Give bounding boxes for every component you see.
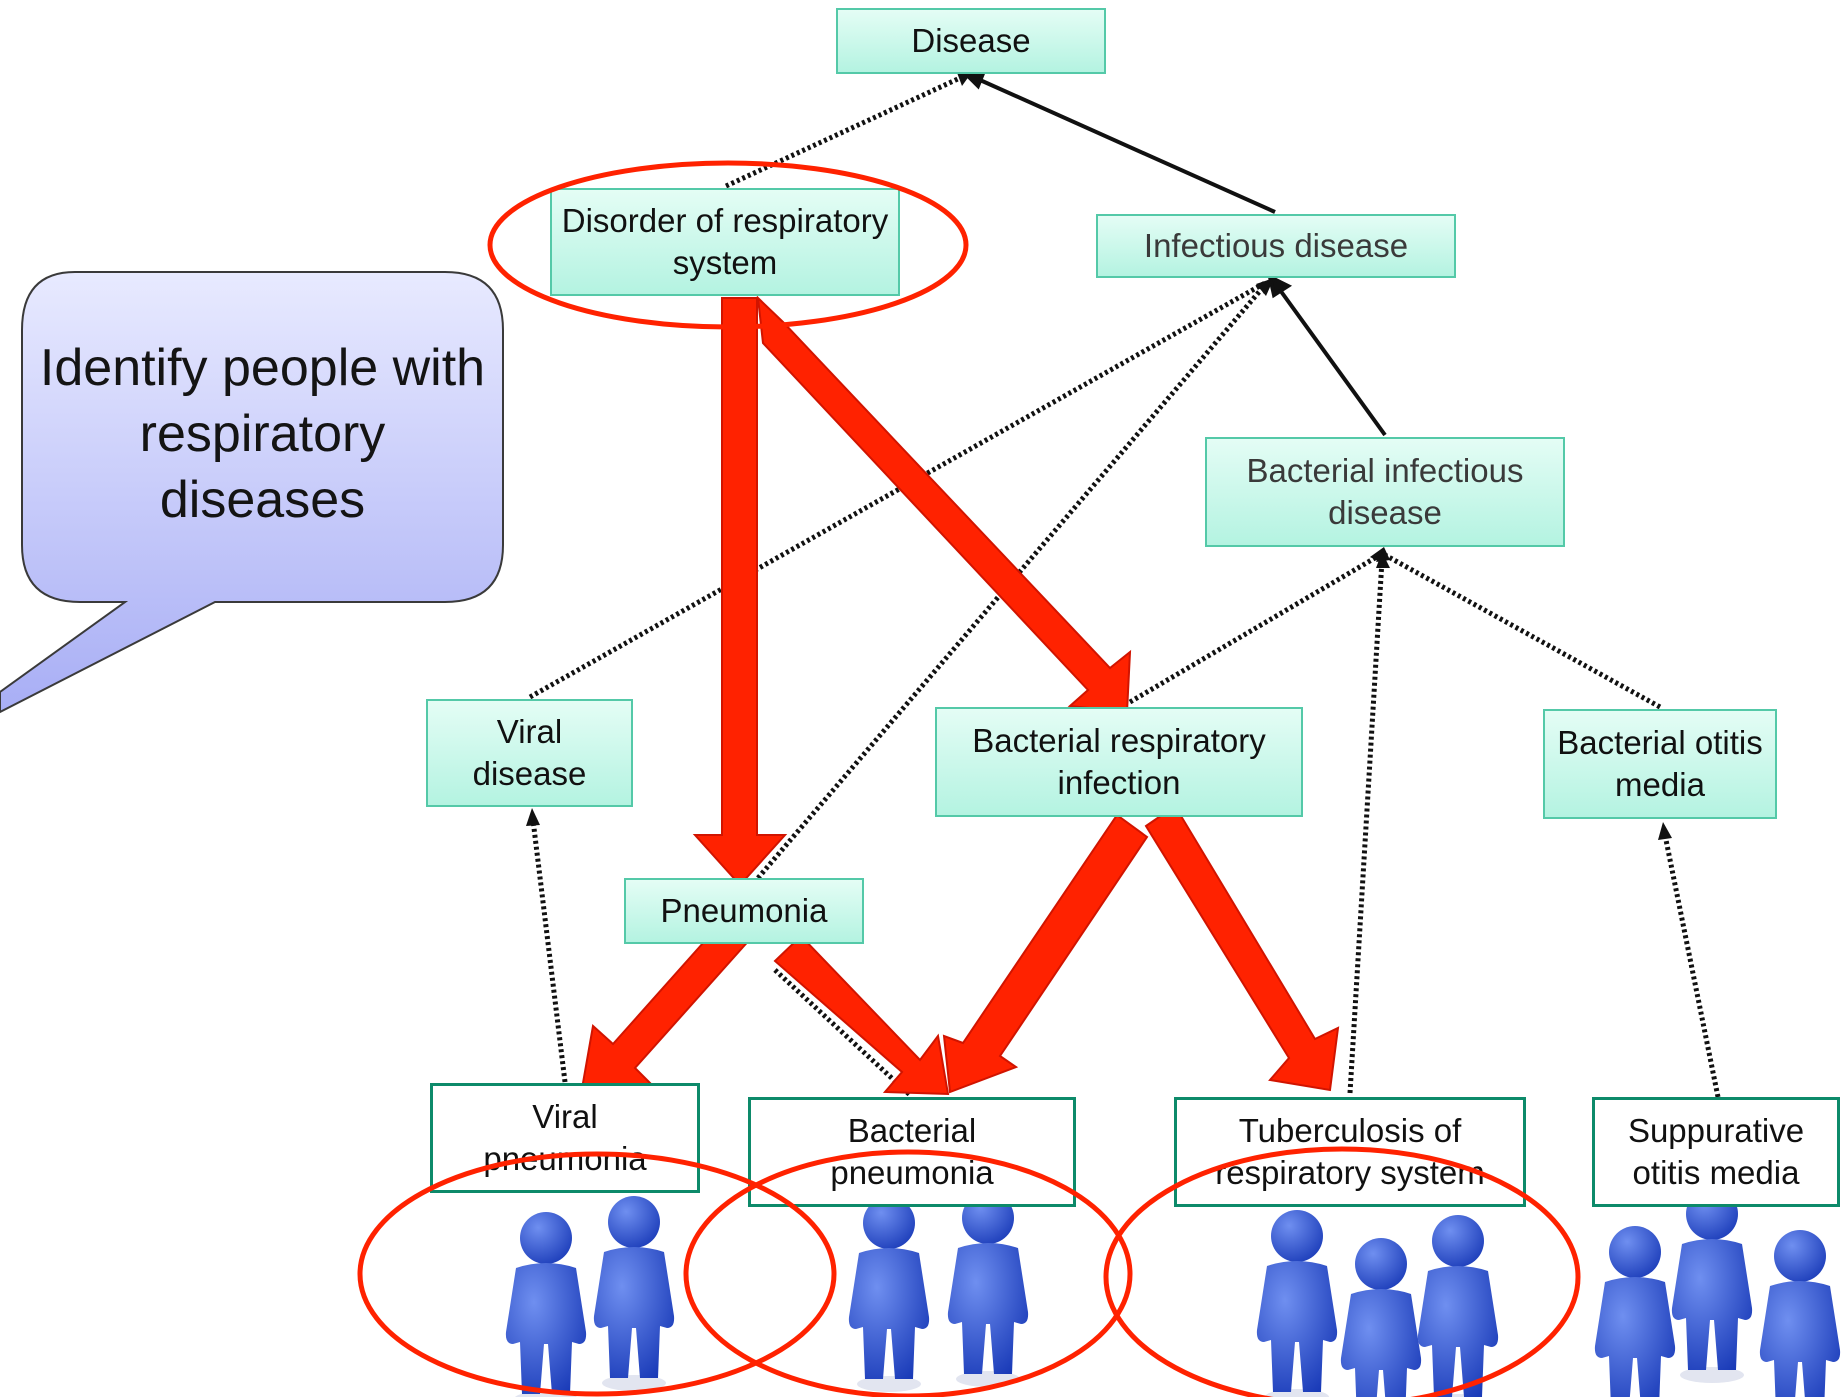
node-tuberculosis-of-respiratory-system: Tuberculosis of respiratory system xyxy=(1174,1097,1526,1207)
solid-edges xyxy=(960,68,1387,437)
people-icons xyxy=(505,1188,1841,1397)
node-bacterial-otitis-media: Bacterial otitis media xyxy=(1543,709,1777,819)
node-infectious-disease: Infectious disease xyxy=(1096,214,1456,278)
node-bacterial-infectious-disease: Bacterial infectious disease xyxy=(1205,437,1565,547)
node-suppurative-otitis-media: Suppurative otitis media xyxy=(1592,1097,1840,1207)
node-viral-pneumonia: Viral pneumonia xyxy=(430,1083,700,1193)
node-bacterial-pneumonia: Bacterial pneumonia xyxy=(748,1097,1076,1207)
node-disease: Disease xyxy=(836,8,1106,74)
dotted-edges xyxy=(528,75,1721,1098)
node-viral-disease: Viral disease xyxy=(426,699,633,807)
node-disorder-of-respiratory-system: Disorder of respiratory system xyxy=(550,188,900,296)
node-bacterial-respiratory-infection: Bacterial respiratory infection xyxy=(935,707,1303,817)
dotted-arrowheads xyxy=(526,70,1672,840)
callout-text: Identify people with respiratory disease… xyxy=(39,339,486,529)
node-pneumonia: Pneumonia xyxy=(624,878,864,944)
highlight-arrows xyxy=(578,295,1340,1102)
